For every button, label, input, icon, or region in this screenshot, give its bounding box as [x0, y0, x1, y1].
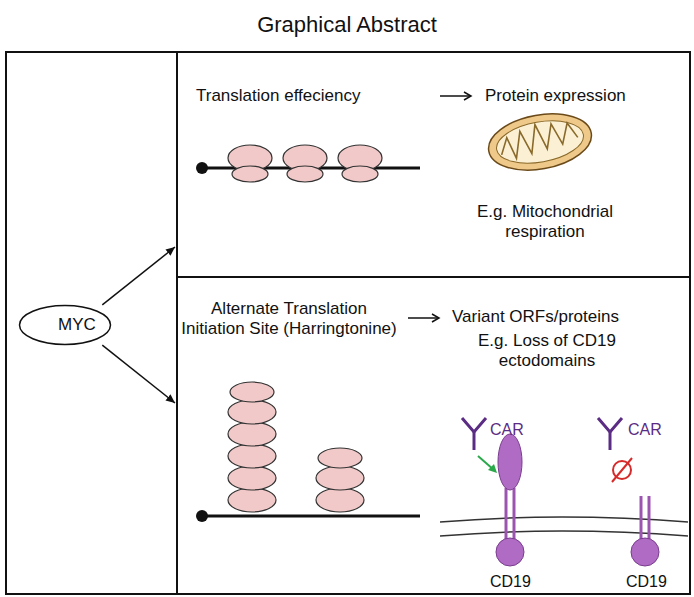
cd19-receptor	[496, 434, 524, 566]
arrow-glyph	[464, 92, 471, 100]
divider	[176, 52, 178, 594]
node-text: Alternate Translation Initiation Site (H…	[181, 299, 397, 340]
connector-arrow	[102, 247, 175, 305]
myc-ellipse: MYC	[18, 304, 136, 346]
divider	[177, 276, 690, 278]
arrow-glyph	[432, 314, 439, 322]
node-text: MYC	[18, 315, 136, 335]
cd19-label: CD19	[490, 572, 531, 591]
no-binding-symbol	[612, 458, 632, 482]
bottom-panel: Alternate Translation Initiation Site (H…	[177, 277, 690, 596]
node-text: Variant ORFs/proteins	[452, 307, 672, 327]
title: Graphical Abstract	[0, 12, 694, 38]
car-label: CAR	[490, 420, 524, 439]
binding-arrow	[488, 464, 497, 473]
node-text: Protein expression	[485, 86, 685, 106]
node-text: E.g. Mitochondrial respiration	[455, 202, 635, 243]
mrna-top	[196, 145, 420, 182]
connector-arrow	[102, 345, 175, 403]
top-panel: Translation effeciency Protein expression…	[177, 52, 690, 277]
cd19-truncated	[631, 496, 659, 566]
node-text: E.g. Loss of CD19 ectodomains	[462, 331, 632, 372]
mrna-bottom	[196, 382, 420, 522]
mitochondrion	[484, 106, 596, 177]
outer-frame	[6, 52, 690, 594]
car-symbol	[598, 418, 622, 450]
car-symbol	[462, 418, 486, 450]
cd19-label: CD19	[626, 572, 667, 591]
node-text: Translation effeciency	[196, 86, 436, 106]
arrow-glyph	[408, 317, 438, 319]
membrane	[440, 517, 688, 536]
arrow-glyph	[440, 95, 470, 97]
car-label: CAR	[628, 420, 662, 439]
